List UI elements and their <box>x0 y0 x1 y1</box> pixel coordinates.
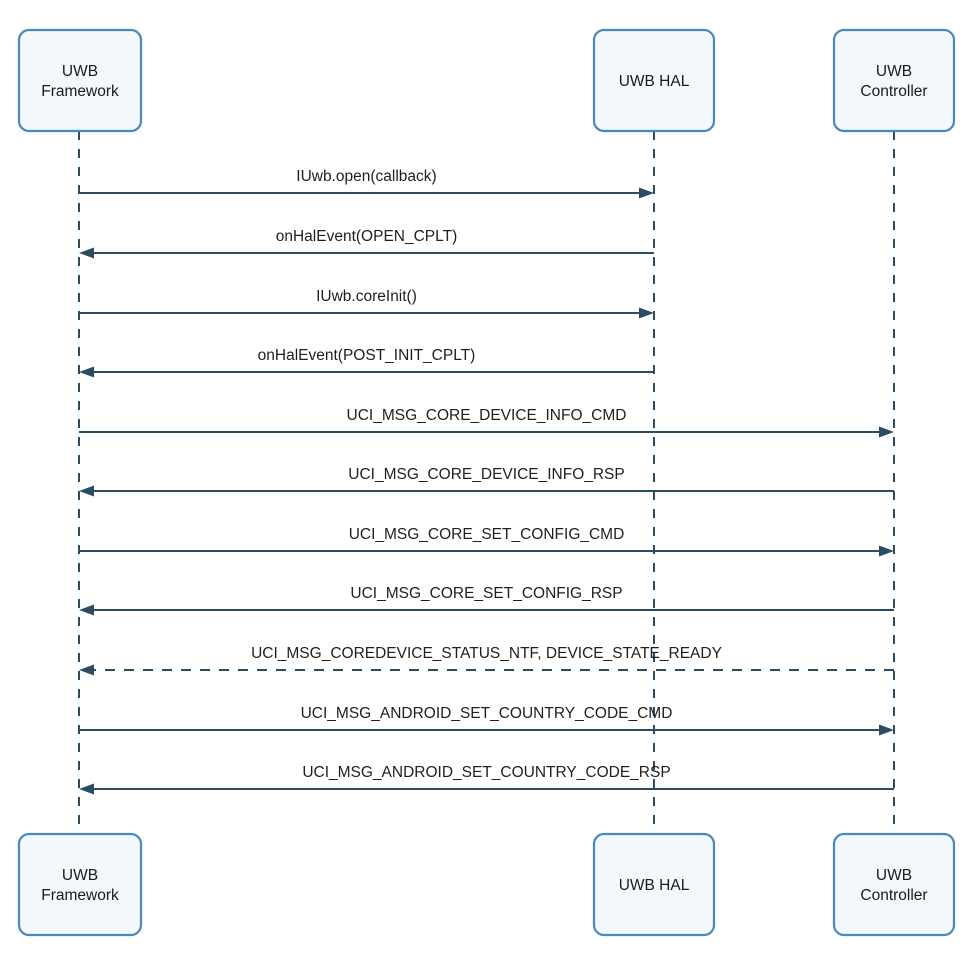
message-label: UCI_MSG_CORE_SET_CONFIG_RSP <box>350 585 622 602</box>
participant-label-controller: Controller <box>860 83 927 100</box>
message-label: onHalEvent(OPEN_CPLT) <box>276 228 457 245</box>
participant-box-controller-top[interactable]: UWB Controller <box>832 28 956 133</box>
participant-label-framework: Framework <box>41 83 119 100</box>
message-10[interactable]: UCI_MSG_ANDROID_SET_COUNTRY_CODE_CMD <box>79 705 894 736</box>
message-9[interactable]: UCI_MSG_COREDEVICE_STATUS_NTF, DEVICE_ST… <box>79 645 894 676</box>
message-arrowhead <box>639 187 654 199</box>
message-label: UCI_MSG_CORE_SET_CONFIG_CMD <box>349 526 625 543</box>
message-8[interactable]: UCI_MSG_CORE_SET_CONFIG_RSP <box>79 585 894 616</box>
participant-box-shape <box>832 832 956 937</box>
participant-box-shape <box>17 28 143 133</box>
message-arrowhead <box>639 307 654 319</box>
participant-label-framework: UWB <box>62 867 98 884</box>
participant-label-hal: UWB HAL <box>619 877 690 894</box>
message-arrowhead <box>79 604 94 616</box>
message-label: UCI_MSG_CORE_DEVICE_INFO_CMD <box>347 407 627 424</box>
message-arrowhead <box>79 485 94 497</box>
participant-box-shape <box>832 28 956 133</box>
participant-box-controller-bottom[interactable]: UWB Controller <box>832 832 956 937</box>
message-label: onHalEvent(POST_INIT_CPLT) <box>258 347 476 364</box>
message-7[interactable]: UCI_MSG_CORE_SET_CONFIG_CMD <box>79 526 894 557</box>
message-4[interactable]: onHalEvent(POST_INIT_CPLT) <box>79 347 654 378</box>
participant-label-controller: UWB <box>876 867 912 884</box>
message-3[interactable]: IUwb.coreInit() <box>79 288 654 319</box>
participant-box-shape <box>592 832 716 937</box>
message-arrowhead <box>879 426 894 438</box>
participant-label-framework: UWB <box>62 63 98 80</box>
message-1[interactable]: IUwb.open(callback) <box>79 168 654 199</box>
message-arrowhead <box>79 247 94 259</box>
messages-layer: IUwb.open(callback) onHalEvent(OPEN_CPLT)… <box>79 168 894 795</box>
message-arrowhead <box>879 545 894 557</box>
participant-box-shape <box>17 832 143 937</box>
participant-box-framework-bottom[interactable]: UWB Framework <box>17 832 143 937</box>
message-label: UCI_MSG_ANDROID_SET_COUNTRY_CODE_CMD <box>301 705 673 722</box>
participant-box-hal-top[interactable]: UWB HAL <box>592 28 716 133</box>
message-label: IUwb.coreInit() <box>316 288 417 305</box>
participant-box-shape <box>592 28 716 133</box>
message-label: IUwb.open(callback) <box>296 168 436 185</box>
participant-label-controller: Controller <box>860 887 927 904</box>
participant-box-framework-top[interactable]: UWB Framework <box>17 28 143 133</box>
message-6[interactable]: UCI_MSG_CORE_DEVICE_INFO_RSP <box>79 466 894 497</box>
message-arrowhead <box>879 724 894 736</box>
message-label: UCI_MSG_COREDEVICE_STATUS_NTF, DEVICE_ST… <box>251 645 722 662</box>
participant-label-framework: Framework <box>41 887 119 904</box>
message-5[interactable]: UCI_MSG_CORE_DEVICE_INFO_CMD <box>79 407 894 438</box>
participant-label-hal: UWB HAL <box>619 73 690 90</box>
message-arrowhead <box>79 366 94 378</box>
message-label: UCI_MSG_ANDROID_SET_COUNTRY_CODE_RSP <box>302 764 670 781</box>
message-arrowhead <box>79 783 94 795</box>
message-arrowhead <box>79 664 94 676</box>
message-label: UCI_MSG_CORE_DEVICE_INFO_RSP <box>348 466 625 483</box>
message-2[interactable]: onHalEvent(OPEN_CPLT) <box>79 228 654 259</box>
message-11[interactable]: UCI_MSG_ANDROID_SET_COUNTRY_CODE_RSP <box>79 764 894 795</box>
participant-label-controller: UWB <box>876 63 912 80</box>
participant-box-hal-bottom[interactable]: UWB HAL <box>592 832 716 937</box>
